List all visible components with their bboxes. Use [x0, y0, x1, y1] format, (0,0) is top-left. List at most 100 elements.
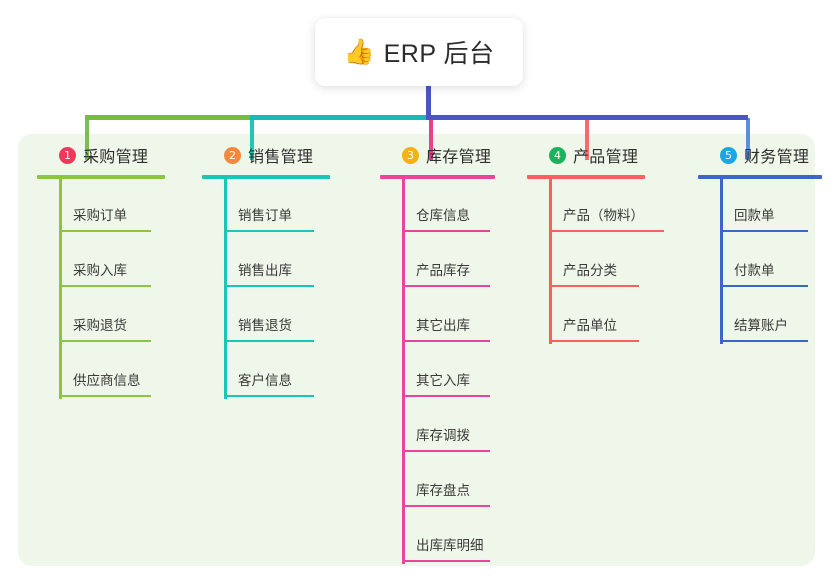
list-item[interactable]: 付款单 — [720, 234, 822, 289]
item-label: 回款单 — [734, 208, 775, 223]
column-title-3: 库存管理 — [426, 149, 492, 166]
item-rule — [224, 340, 314, 342]
drop-connector-1 — [85, 118, 89, 160]
item-label: 产品分类 — [563, 263, 617, 278]
list-item[interactable]: 客户信息 — [224, 344, 330, 399]
drop-connector-4 — [585, 118, 589, 160]
column-header-2[interactable]: 2 销售管理 — [202, 142, 330, 168]
column-purchase-management[interactable]: 1 采购管理 采购订单 采购入库 采购退货 供应商信息 — [37, 142, 165, 399]
item-rule — [402, 560, 490, 562]
list-item[interactable]: 产品库存 — [402, 234, 495, 289]
column-items-3: 仓库信息 产品库存 其它出库 其它入库 库存调拨 库存盘点 — [380, 179, 495, 564]
column-product-management[interactable]: 4 产品管理 产品（物料） 产品分类 产品单位 — [527, 142, 664, 344]
root-stem-connector — [426, 84, 431, 119]
column-finance-management[interactable]: 5 财务管理 回款单 付款单 结算账户 — [698, 142, 822, 344]
list-item[interactable]: 销售订单 — [224, 179, 330, 234]
bus-segment-teal — [250, 115, 428, 120]
column-rule-5 — [698, 175, 822, 179]
item-label: 库存盘点 — [416, 483, 470, 498]
list-item[interactable]: 销售出库 — [224, 234, 330, 289]
column-inventory-management[interactable]: 3 库存管理 仓库信息 产品库存 其它出库 其它入库 库存调拨 — [380, 142, 495, 564]
item-label: 出库库明细 — [416, 538, 484, 553]
item-label: 付款单 — [734, 263, 775, 278]
list-item[interactable]: 出库库明细 — [402, 509, 495, 564]
item-label: 产品（物料） — [563, 208, 644, 223]
badge-1: 1 — [59, 146, 76, 164]
item-rule — [402, 395, 490, 397]
list-item[interactable]: 其它出库 — [402, 289, 495, 344]
column-spine-1 — [59, 179, 62, 399]
column-title-1: 采购管理 — [83, 149, 149, 166]
list-item[interactable]: 产品（物料） — [549, 179, 664, 234]
item-label: 客户信息 — [238, 373, 292, 388]
item-rule — [402, 505, 490, 507]
column-rule-2 — [202, 175, 330, 179]
column-items-4: 产品（物料） 产品分类 产品单位 — [527, 179, 664, 344]
column-rule-1 — [37, 175, 165, 179]
column-items-2: 销售订单 销售出库 销售退货 客户信息 — [202, 179, 330, 399]
badge-4: 4 — [549, 146, 566, 164]
item-label: 库存调拨 — [416, 428, 470, 443]
item-label: 采购入库 — [73, 263, 127, 278]
item-rule — [402, 285, 490, 287]
list-item[interactable]: 供应商信息 — [59, 344, 165, 399]
item-rule — [720, 285, 808, 287]
list-item[interactable]: 产品单位 — [549, 289, 645, 344]
item-rule — [720, 340, 808, 342]
column-sales-management[interactable]: 2 销售管理 销售订单 销售出库 销售退货 客户信息 — [202, 142, 330, 399]
root-node-title: ERP 后台 — [383, 40, 495, 68]
column-header-5[interactable]: 5 财务管理 — [698, 142, 822, 168]
list-item[interactable]: 采购入库 — [59, 234, 165, 289]
column-spine-3 — [402, 179, 405, 564]
column-rule-3 — [380, 175, 495, 179]
list-item[interactable]: 结算账户 — [720, 289, 822, 344]
column-spine-4 — [549, 179, 552, 344]
list-item[interactable]: 库存调拨 — [402, 399, 495, 454]
item-rule — [549, 230, 664, 232]
item-rule — [224, 285, 314, 287]
item-rule — [59, 230, 151, 232]
list-item[interactable]: 采购订单 — [59, 179, 165, 234]
badge-5: 5 — [720, 146, 737, 164]
list-item[interactable]: 其它入库 — [402, 344, 495, 399]
item-label: 其它入库 — [416, 373, 470, 388]
column-header-1[interactable]: 1 采购管理 — [37, 142, 165, 168]
column-header-4[interactable]: 4 产品管理 — [527, 142, 645, 168]
badge-3: 3 — [402, 146, 419, 164]
item-rule — [224, 230, 314, 232]
column-items-1: 采购订单 采购入库 采购退货 供应商信息 — [37, 179, 165, 399]
column-title-4: 产品管理 — [573, 149, 639, 166]
drop-connector-5 — [746, 118, 750, 160]
item-rule — [59, 395, 151, 397]
item-rule — [59, 285, 151, 287]
item-rule — [720, 230, 808, 232]
item-rule — [402, 230, 490, 232]
list-item[interactable]: 仓库信息 — [402, 179, 495, 234]
item-label: 仓库信息 — [416, 208, 470, 223]
list-item[interactable]: 回款单 — [720, 179, 822, 234]
item-rule — [549, 285, 639, 287]
item-rule — [402, 340, 490, 342]
column-rule-4 — [527, 175, 645, 179]
column-spine-2 — [224, 179, 227, 399]
item-label: 产品库存 — [416, 263, 470, 278]
column-items-5: 回款单 付款单 结算账户 — [698, 179, 822, 344]
item-label: 销售退货 — [238, 318, 292, 333]
column-spine-5 — [720, 179, 723, 344]
list-item[interactable]: 库存盘点 — [402, 454, 495, 509]
list-item[interactable]: 采购退货 — [59, 289, 165, 344]
item-label: 产品单位 — [563, 318, 617, 333]
column-header-3[interactable]: 3 库存管理 — [380, 142, 495, 168]
badge-2: 2 — [224, 146, 241, 164]
bus-segment-blue — [426, 115, 748, 120]
bus-segment-green — [85, 115, 252, 120]
item-label: 采购退货 — [73, 318, 127, 333]
root-node-card[interactable]: 👍 ERP 后台 — [315, 18, 523, 86]
item-rule — [402, 450, 490, 452]
column-title-2: 销售管理 — [248, 149, 314, 166]
drop-connector-3 — [429, 118, 433, 160]
list-item[interactable]: 产品分类 — [549, 234, 645, 289]
list-item[interactable]: 销售退货 — [224, 289, 330, 344]
column-title-5: 财务管理 — [744, 149, 810, 166]
item-label: 其它出库 — [416, 318, 470, 333]
